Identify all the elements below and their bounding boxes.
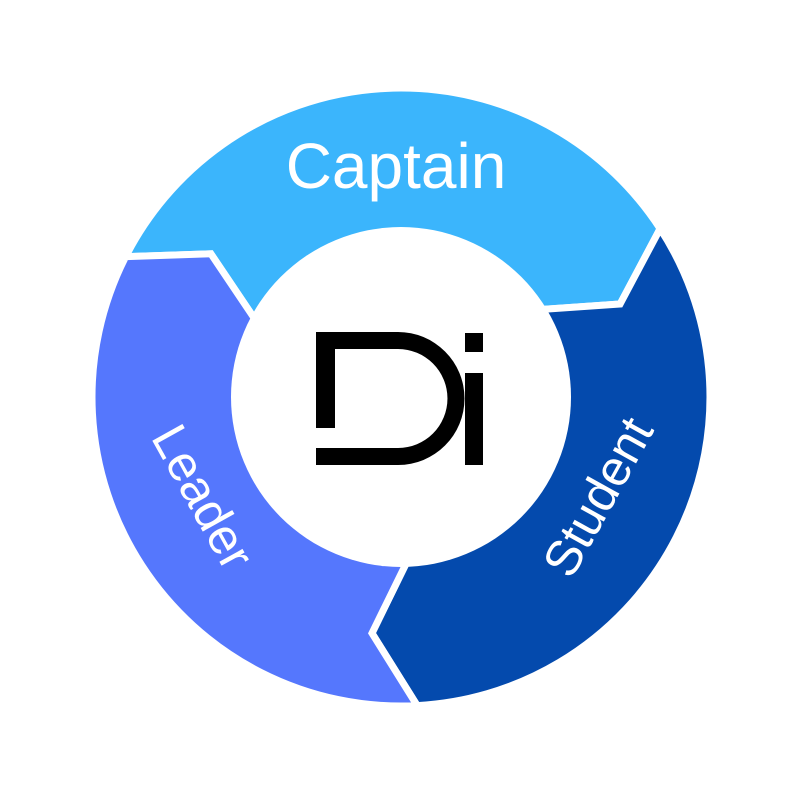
center-circle (231, 227, 571, 567)
di-logo (316, 332, 483, 465)
segment-label-captain: Captain (286, 130, 507, 202)
